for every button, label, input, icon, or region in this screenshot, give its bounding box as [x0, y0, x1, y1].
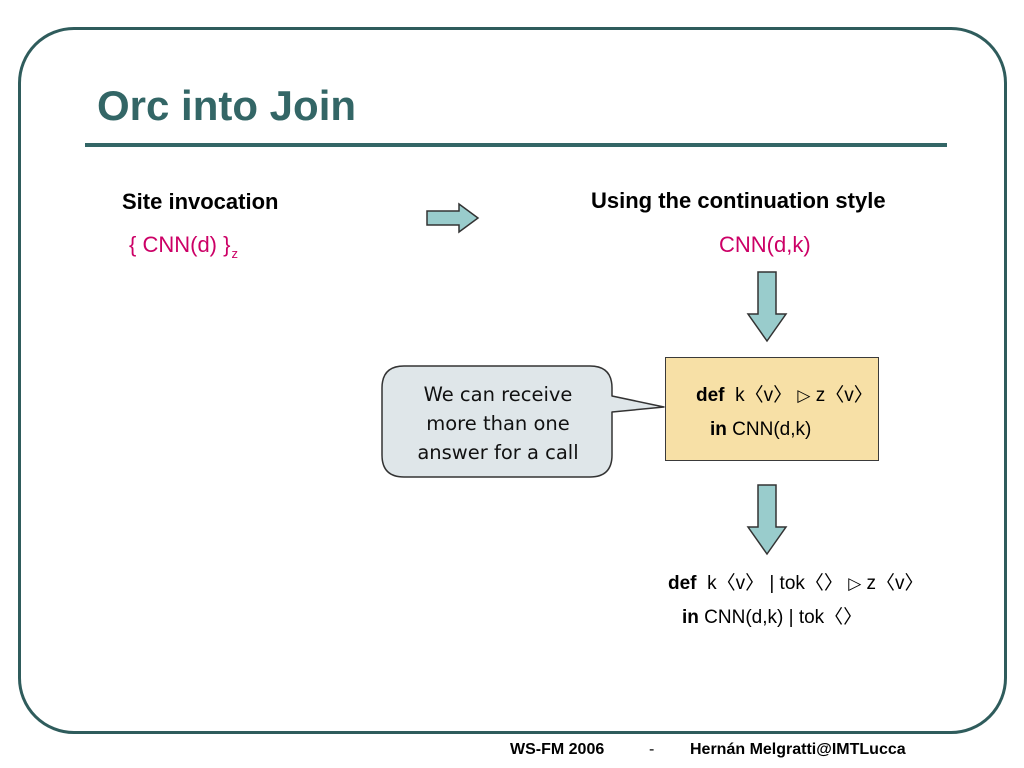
in-body: CNN(d,k) | tok〈〉: [704, 607, 863, 628]
slide-title: Orc into Join: [97, 82, 357, 129]
callout-line: We can receive: [423, 383, 573, 406]
def-tail: z〈v〉: [866, 573, 924, 594]
def-head: k〈v〉: [735, 385, 793, 406]
def-box-line-1: def k〈v〉 ▷ z〈v〉: [696, 384, 873, 408]
block-arrow-down-icon: [746, 271, 788, 343]
continuation-expression: CNN(d,k): [719, 232, 811, 257]
footer-separator: -: [649, 741, 655, 758]
footer-author: Hernán Melgratti@IMTLucca: [690, 741, 906, 758]
final-def-line-1: def k〈v〉 | tok〈〉 ▷ z〈v〉: [668, 572, 924, 596]
join-operator: ▷: [797, 386, 811, 406]
callout-line: more than one: [426, 412, 570, 435]
site-invocation-expression: { CNN(d) }z: [129, 232, 238, 261]
def-keyword: def: [696, 385, 725, 406]
title-divider: [85, 143, 947, 147]
definition-box: [665, 357, 879, 461]
site-invocation-subscript: z: [231, 246, 238, 261]
join-operator: ▷: [848, 574, 862, 594]
def-tail: z〈v〉: [815, 385, 873, 406]
continuation-style-heading: Using the continuation style: [591, 188, 886, 213]
in-keyword: in: [710, 419, 727, 440]
def-box-line-2: in CNN(d,k): [710, 418, 811, 442]
callout-text: We can receive more than one answer for …: [385, 380, 611, 467]
slide-frame: [18, 27, 1007, 734]
callout-bubble: [381, 365, 665, 478]
site-invocation-expr: { CNN(d) }: [129, 232, 231, 257]
final-def-line-2: in CNN(d,k) | tok〈〉: [682, 606, 862, 630]
in-keyword: in: [682, 607, 699, 628]
def-keyword: def: [668, 573, 697, 594]
site-invocation-heading: Site invocation: [122, 189, 279, 214]
in-body: CNN(d,k): [732, 419, 812, 440]
footer-event: WS-FM 2006: [510, 741, 605, 758]
block-arrow-right-icon: [426, 202, 480, 234]
def-head: k〈v〉 | tok〈〉: [707, 573, 843, 594]
callout-line: answer for a call: [417, 441, 579, 464]
block-arrow-down-icon: [746, 484, 788, 556]
